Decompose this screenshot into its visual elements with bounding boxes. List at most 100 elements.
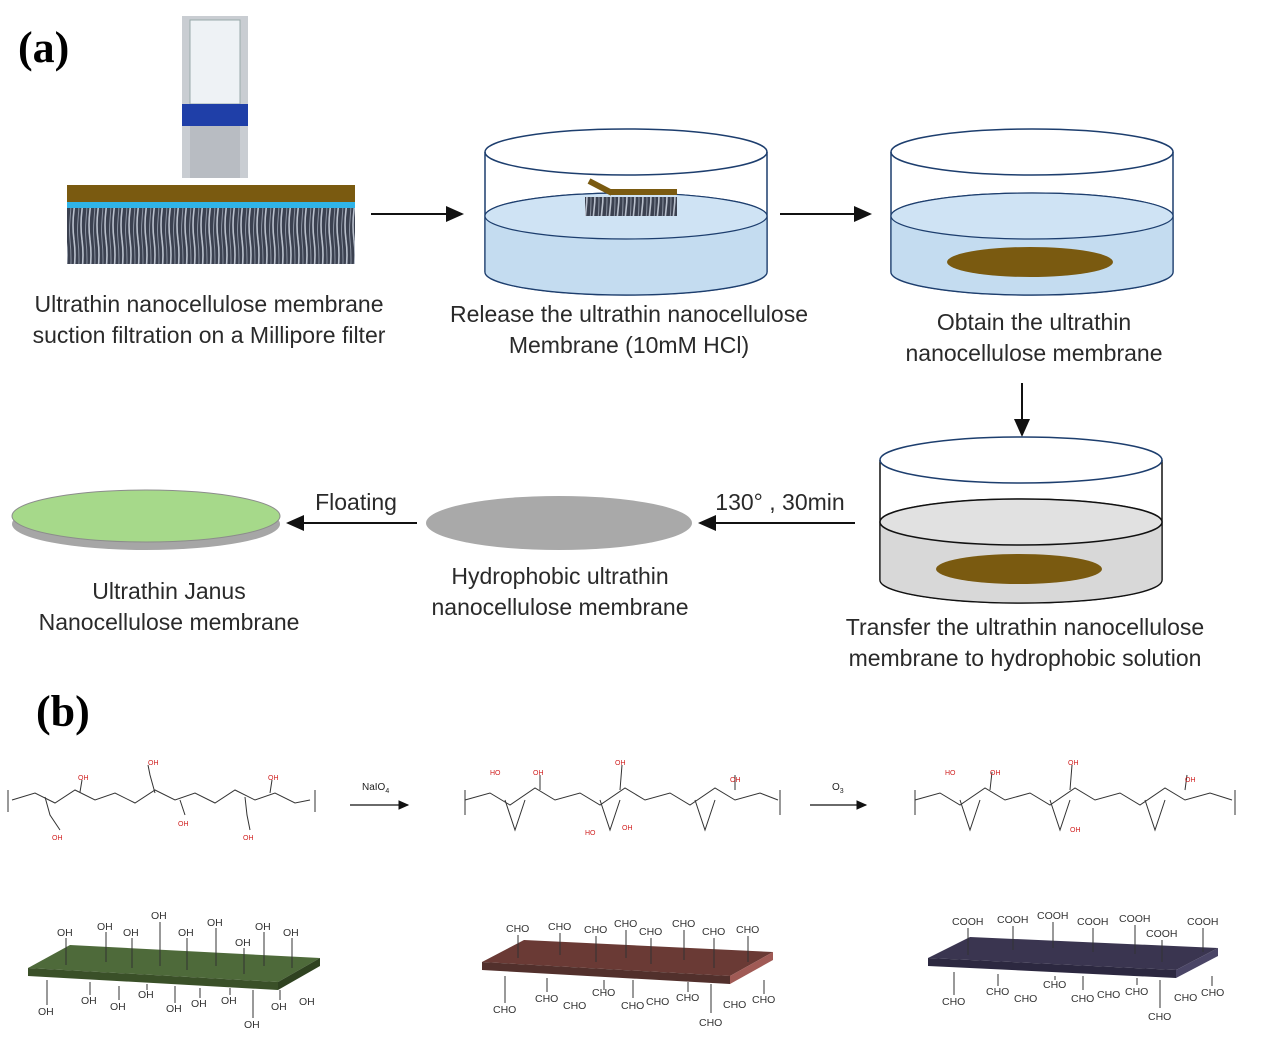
svg-text:COOH: COOH — [1187, 916, 1219, 928]
hydrophobic-membrane-disc — [426, 496, 692, 550]
svg-text:OH: OH — [78, 775, 89, 782]
svg-text:CHO: CHO — [723, 999, 746, 1011]
svg-text:CHO: CHO — [1125, 986, 1148, 998]
svg-text:CHO: CHO — [506, 923, 529, 935]
svg-text:CHO: CHO — [1097, 989, 1120, 1001]
svg-text:CHO: CHO — [592, 987, 615, 999]
svg-text:OH: OH — [191, 998, 207, 1010]
svg-text:CHO: CHO — [1014, 993, 1037, 1005]
svg-text:CHO: CHO — [563, 1000, 586, 1012]
svg-text:OH: OH — [271, 1001, 287, 1013]
svg-text:CHO: CHO — [736, 924, 759, 936]
sheet-cho — [482, 940, 773, 984]
svg-text:CHO: CHO — [614, 918, 637, 930]
svg-text:OH: OH — [123, 927, 139, 939]
sheet-cooh — [928, 937, 1218, 978]
svg-text:OH: OH — [166, 1003, 182, 1015]
svg-text:CHO: CHO — [584, 924, 607, 936]
svg-text:COOH: COOH — [997, 914, 1029, 926]
beaker-hcl — [484, 128, 768, 296]
sheet-oh-labels: OH OH OH OH OH OH OH OH OH OH OH OH OH OH OH OH OH O… — [38, 910, 315, 1031]
svg-text:CHO: CHO — [1071, 993, 1094, 1005]
svg-text:OH: OH — [97, 921, 113, 933]
caption-step3: Obtain the ultrathin nanocellulose membr… — [905, 309, 1163, 366]
svg-text:HO: HO — [945, 770, 956, 777]
svg-text:OH: OH — [533, 770, 544, 777]
svg-text:CHO: CHO — [702, 926, 725, 938]
svg-text:OH: OH — [138, 989, 154, 1001]
sheet-oh — [28, 945, 320, 990]
svg-text:COOH: COOH — [1119, 913, 1151, 925]
svg-text:OH: OH — [299, 996, 315, 1008]
svg-text:OH: OH — [178, 927, 194, 939]
panel-b-label: (b) — [36, 687, 90, 736]
svg-text:CHO: CHO — [1148, 1011, 1171, 1023]
beaker-hydrophobic-solution — [879, 436, 1163, 604]
svg-text:OH: OH — [255, 921, 271, 933]
svg-text:OH: OH — [81, 995, 97, 1007]
svg-text:COOH: COOH — [952, 916, 984, 928]
svg-text:COOH: COOH — [1146, 928, 1178, 940]
caption-step4: Transfer the ultrathin nanocellulose mem… — [845, 614, 1205, 671]
svg-text:OH: OH — [178, 821, 189, 828]
svg-text:CHO: CHO — [639, 926, 662, 938]
svg-text:OH: OH — [235, 937, 251, 949]
reagent-naio4: NaIO4 — [362, 782, 389, 795]
beaker-released-membrane — [890, 128, 1174, 296]
svg-text:OH: OH — [52, 835, 63, 842]
reagent-o3: O3 — [832, 782, 844, 795]
svg-text:COOH: COOH — [1077, 916, 1109, 928]
svg-text:CHO: CHO — [621, 1000, 644, 1012]
panel-a-label: (a) — [18, 23, 70, 72]
svg-text:CHO: CHO — [548, 921, 571, 933]
caption-step1: Ultrathin nanocellulose membrane suction… — [32, 291, 386, 348]
floating-label: Floating — [315, 489, 397, 515]
svg-text:OH: OH — [1070, 827, 1081, 834]
svg-text:CHO: CHO — [752, 994, 775, 1006]
svg-text:OH: OH — [207, 917, 223, 929]
svg-text:HO: HO — [585, 830, 596, 837]
svg-text:OH: OH — [1185, 777, 1196, 784]
svg-text:OH: OH — [615, 760, 626, 767]
svg-text:OH: OH — [57, 927, 73, 939]
heat-condition-label: 130° , 30min — [715, 489, 845, 515]
svg-text:CHO: CHO — [942, 996, 965, 1008]
svg-text:OH: OH — [268, 775, 279, 782]
svg-text:OH: OH — [1068, 760, 1079, 767]
svg-text:OH: OH — [38, 1006, 54, 1018]
svg-text:OH: OH — [730, 777, 741, 784]
caption-step2: Release the ultrathin nanocellulose Memb… — [449, 301, 809, 358]
svg-text:CHO: CHO — [535, 993, 558, 1005]
svg-text:OH: OH — [151, 910, 167, 922]
svg-text:OH: OH — [622, 825, 633, 832]
janus-membrane-disc — [11, 489, 281, 550]
svg-text:COOH: COOH — [1037, 910, 1069, 922]
svg-text:CHO: CHO — [672, 918, 695, 930]
membrane-on-filter — [67, 185, 355, 264]
caption-step6: Ultrathin Janus Nanocellulose membrane — [38, 578, 300, 635]
svg-text:CHO: CHO — [1201, 987, 1224, 999]
svg-text:OH: OH — [110, 1001, 126, 1013]
svg-text:CHO: CHO — [646, 996, 669, 1008]
filtration-apparatus — [182, 16, 248, 178]
svg-text:OH: OH — [990, 770, 1001, 777]
svg-text:CHO: CHO — [986, 986, 1009, 998]
svg-text:HO: HO — [490, 770, 501, 777]
svg-text:OH: OH — [148, 760, 159, 767]
svg-text:OH: OH — [243, 835, 254, 842]
svg-text:CHO: CHO — [493, 1004, 516, 1016]
svg-text:CHO: CHO — [676, 992, 699, 1004]
svg-text:CHO: CHO — [699, 1017, 722, 1029]
chem-structures — [7, 764, 1236, 832]
caption-step5: Hydrophobic ultrathin nanocellulose memb… — [431, 563, 689, 620]
svg-text:CHO: CHO — [1174, 992, 1197, 1004]
svg-text:CHO: CHO — [1043, 979, 1066, 991]
svg-text:OH: OH — [283, 927, 299, 939]
svg-text:OH: OH — [221, 995, 237, 1007]
svg-text:OH: OH — [244, 1019, 260, 1031]
